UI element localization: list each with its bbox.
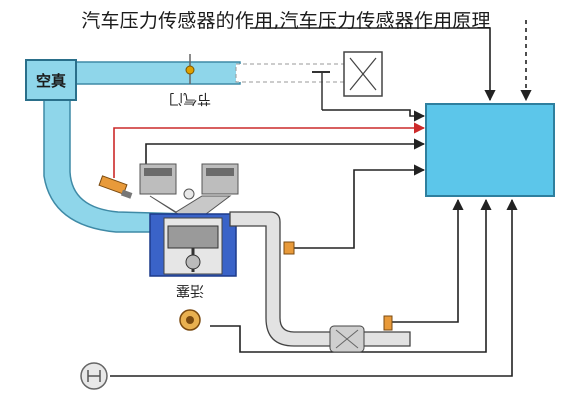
signal-line-throttle [322,109,426,122]
fuel-injector-icon [98,175,133,199]
injector-control-line [113,122,426,178]
engine-block: 活塞 [149,213,237,299]
signal-line-engine [145,138,426,164]
coolant-sensor-icon [283,241,295,255]
cylinder-head [139,163,239,215]
piston-label: 活塞 [176,282,204,299]
spark-plug-icon [183,188,195,200]
signal-line-crank [210,198,492,353]
vacuum-label: 空真 [36,72,66,90]
signal-line-coolant [294,164,426,249]
throttle-valve-icon [185,65,195,75]
ecu-box [425,103,555,197]
throttle-position-sensor [312,71,330,110]
vacuum-chamber: 空真 [25,59,77,101]
crank-sensor-icon [179,309,201,331]
exhaust-pipe [229,211,411,353]
air-filter-icon [343,51,383,97]
signal-lines [110,20,532,377]
oxygen-sensor-icon [383,315,393,331]
signal-line-oxygen [388,198,464,323]
throttle-body: 节气门 [169,54,345,106]
throttle-label: 节气门 [169,90,211,106]
signal-line-top [250,27,496,102]
image-caption: 汽车压力传感器的作用,汽车压力传感器作用原理 [81,10,491,32]
signal-line-shift [110,198,518,377]
shift-knob-icon [80,362,108,390]
piston-icon [167,225,219,249]
